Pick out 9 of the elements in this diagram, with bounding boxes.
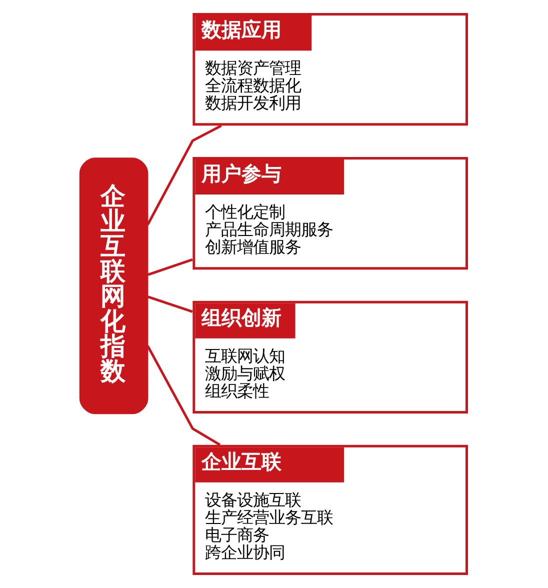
node-box: 企业互联 设备设施互联 生产经营业务互联 电子商务 跨企业协同 bbox=[192, 444, 468, 575]
connector bbox=[148, 258, 193, 276]
connector bbox=[146, 345, 221, 446]
connector bbox=[148, 296, 193, 313]
node-box: 组织创新 互联网认知 激励与赋权 组织柔性 bbox=[192, 300, 468, 414]
node-box: 企业互联网化指数 bbox=[79, 158, 148, 414]
node-box: 数据应用 数据资产管理 全流程数据化 数据开发利用 bbox=[192, 13, 468, 126]
node-box: 用户参与 个性化定制 产品生命周期服务 创新增值服务 bbox=[192, 156, 468, 270]
connector bbox=[146, 124, 222, 226]
